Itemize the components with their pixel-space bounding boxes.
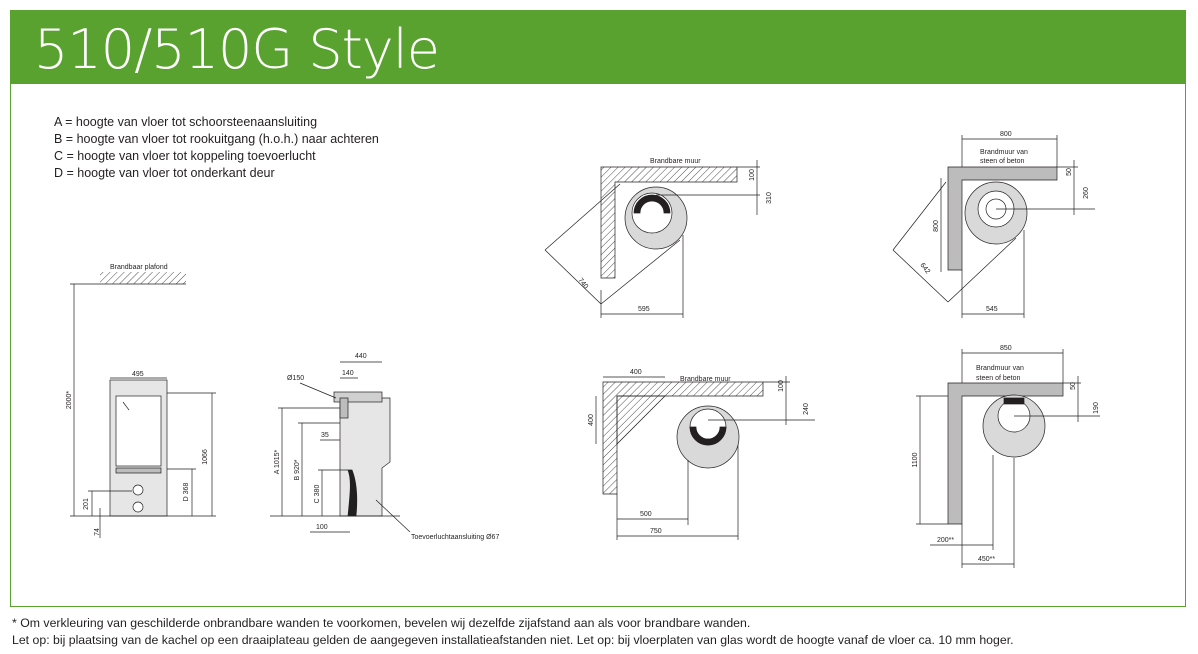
footnote-2: Let op: bij plaatsing van de kachel op e… [12, 633, 1014, 647]
dim-c: C 380 [314, 485, 321, 504]
diagram-corner-firewall: 800 Brandmuur van steen of beton 50 260 … [892, 131, 1095, 318]
dim-100-d1: 100 [749, 169, 756, 181]
dim-240-d3: 240 [803, 403, 810, 415]
dim-2000: 2000* [66, 391, 73, 410]
dim-368: D 368 [183, 483, 190, 502]
dim-1066: 1066 [202, 449, 209, 465]
dim-740-d1: 740 [576, 277, 589, 291]
diagram-parallel-combustible: 400 Brandbare muur 100 240 400 500 750 [588, 369, 815, 540]
dim-440: 440 [355, 353, 367, 360]
dim-a: A 1015* [274, 449, 281, 474]
title-bar: 510/510G Style [10, 10, 1186, 84]
side-view: 440 140 Ø150 35 A 1015* B 920* C 380 100… [270, 353, 499, 541]
dim-1100-d4: 1100 [912, 452, 919, 467]
diagram-parallel-firewall: 850 Brandmuur van steen of beton 50 190 … [912, 345, 1100, 568]
dim-495: 495 [132, 371, 144, 378]
dim-500-d3: 500 [640, 511, 652, 518]
dim-50-d4: 50 [1070, 382, 1077, 390]
dim-750-d3: 750 [650, 528, 662, 535]
air-knob-2 [132, 501, 144, 513]
dim-800-d2: 800 [1000, 131, 1012, 138]
air-knob-1 [132, 484, 144, 496]
legend: A = hoogte van vloer tot schoorsteenaans… [54, 114, 379, 182]
diagram-corner-combustible: Brandbare muur 100 310 740 595 [544, 158, 773, 318]
dim-450-d4: 450** [978, 556, 995, 563]
page-title: 510/510G Style [34, 18, 440, 81]
dim-100: 100 [316, 524, 328, 531]
ceiling-label: Brandbaar plafond [110, 264, 168, 271]
ceiling-hatch [100, 272, 186, 284]
legend-item-a: A = hoogte van vloer tot schoorsteenaans… [54, 115, 318, 129]
dim-201: 201 [83, 498, 90, 510]
footnote-1: * Om verkleuring van geschilderde onbran… [12, 616, 751, 630]
dim-190-d4: 190 [1093, 402, 1100, 414]
dim-74: 74 [94, 528, 101, 536]
dim-150: Ø150 [287, 375, 304, 382]
legend-item-b: B = hoogte van vloer tot rookuitgang (h.… [54, 132, 379, 146]
dim-50-d2: 50 [1066, 168, 1073, 176]
legend-item-c: C = hoogte van vloer tot koppeling toevo… [54, 149, 316, 163]
dim-310-d1: 310 [766, 192, 773, 204]
wall-label-d4-2: steen of beton [976, 375, 1020, 382]
dim-800v-d2: 800 [933, 220, 940, 232]
dim-100-d3: 100 [778, 380, 785, 392]
wall-label-d2-2: steen of beton [980, 158, 1024, 165]
dim-400v-d3: 400 [588, 414, 595, 426]
dim-850-d4: 850 [1000, 345, 1012, 352]
stove-front-glass [115, 395, 162, 467]
wall-label-d3: Brandbare muur [680, 376, 731, 383]
dim-35: 35 [321, 432, 329, 439]
front-view: Brandbaar plafond 2000* 495 1066 D 368 2… [66, 264, 216, 538]
wall-label-d4-1: Brandmuur van [976, 365, 1024, 372]
dim-642-d2: 642 [918, 262, 931, 276]
dim-545-d2: 545 [986, 306, 998, 313]
dim-400-d3: 400 [630, 369, 642, 376]
air-connection-label: Toevoerluchtaansluiting Ø67 [411, 534, 499, 541]
dim-b: B 920* [294, 459, 301, 480]
dim-140: 140 [342, 370, 354, 377]
dim-200-d4: 200** [937, 537, 954, 544]
legend-item-d: D = hoogte van vloer tot onderkant deur [54, 166, 275, 180]
content-panel [10, 84, 1186, 607]
dim-260-d2: 260 [1083, 187, 1090, 199]
wall-label-1: Brandbare muur [650, 158, 701, 165]
wall-label-d2-1: Brandmuur van [980, 149, 1028, 156]
dim-595-d1: 595 [638, 306, 650, 313]
